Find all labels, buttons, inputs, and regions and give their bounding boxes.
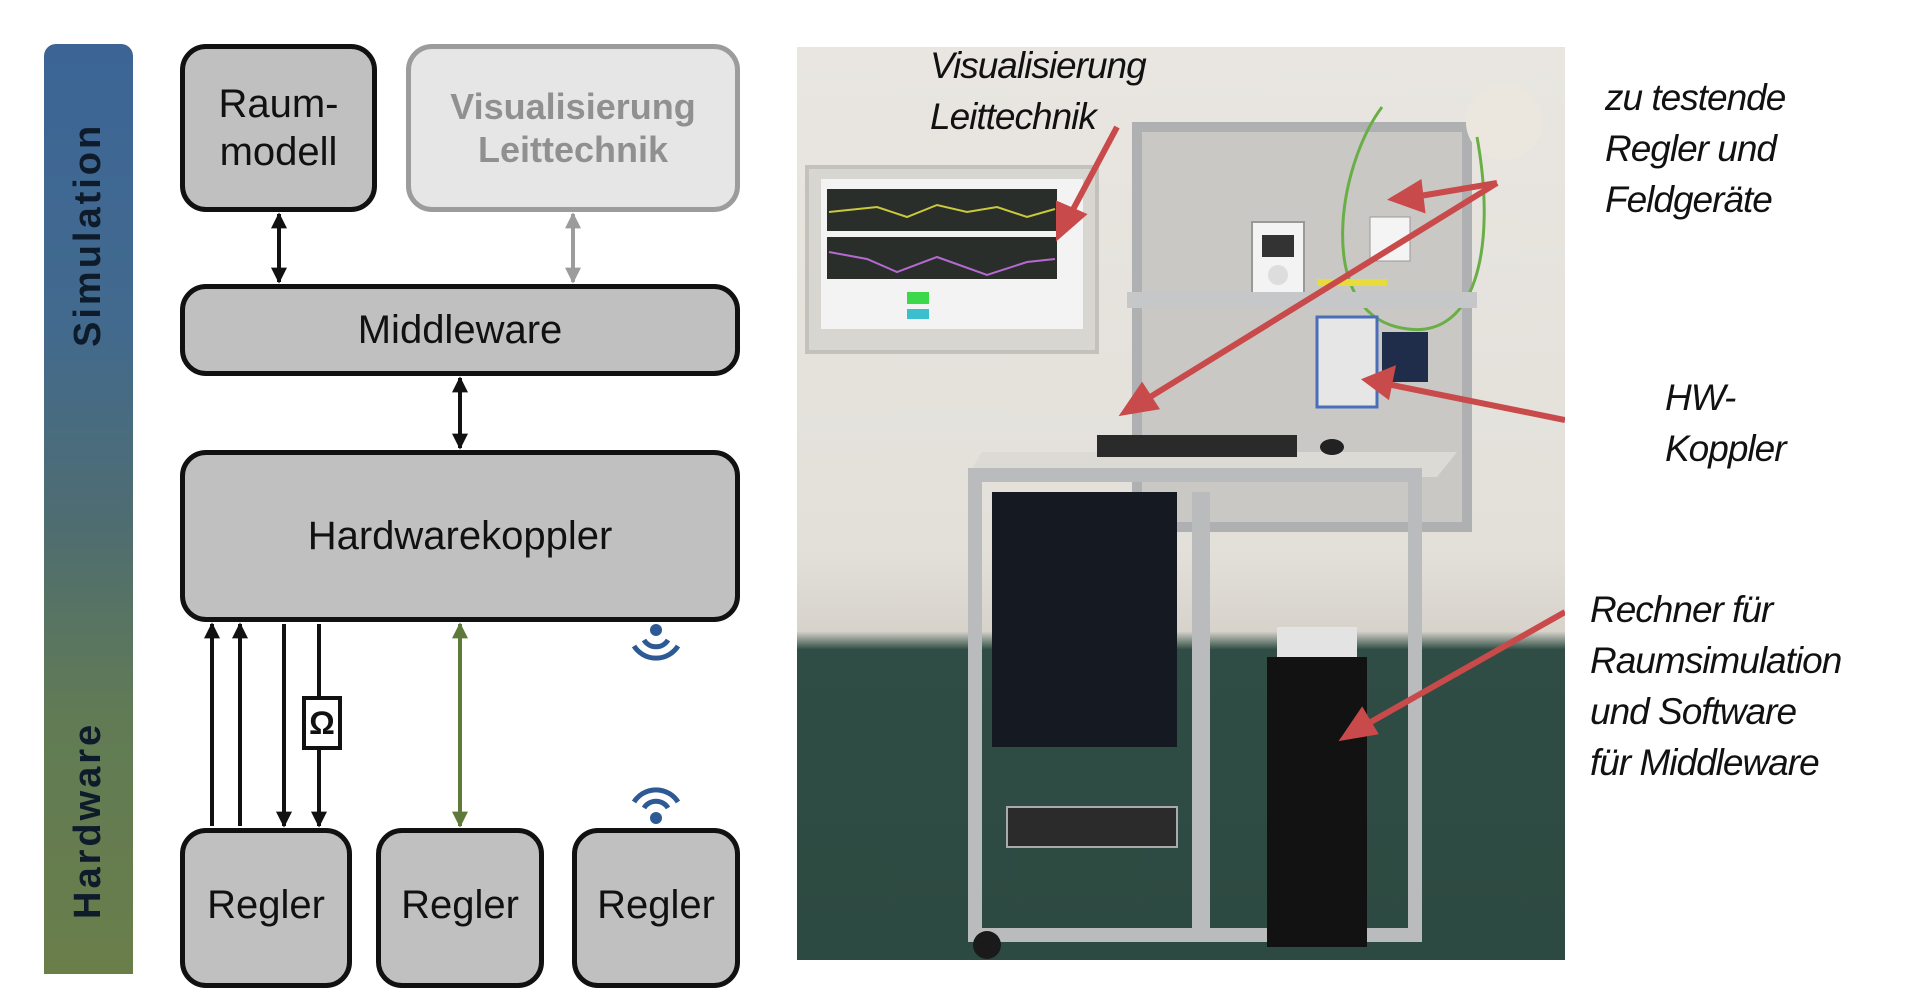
diagram-connectors (204, 212, 681, 828)
hw-coupler-device (1315, 315, 1379, 409)
visualisierung-box: Visualisierung Leittechnik (406, 44, 740, 212)
room-controller-device (1251, 221, 1305, 298)
middleware-label: Middleware (357, 308, 563, 352)
hardwarekoppler-box: Hardwarekoppler (180, 450, 740, 622)
regler-label: Regler (401, 883, 519, 927)
layer-gradient-bar (44, 44, 133, 974)
raummodell-label: Raum- modell (218, 82, 339, 174)
wireless-signal-icon-up (631, 787, 681, 824)
visualisierung-label: Visualisierung Leittechnik (450, 85, 696, 170)
raummodell-box: Raum- modell (180, 44, 377, 212)
rack-frame (968, 468, 1422, 942)
regler-box-3: Regler (572, 828, 740, 988)
wireless-signal-icon-down (631, 624, 681, 661)
keyboard (1097, 435, 1297, 457)
callout-arrows (1056, 125, 1565, 742)
regler-label: Regler (207, 883, 325, 927)
callout-regler-feldgeraete: zu testende Regler und Feldgeräte (1605, 77, 1786, 221)
regler-box-2: Regler (376, 828, 544, 988)
test-bench-photo (797, 47, 1565, 960)
hardwarekoppler-label: Hardwarekoppler (307, 514, 613, 558)
room-sensor (1466, 84, 1542, 160)
resistor-symbol: Ω (302, 696, 342, 750)
middleware-box: Middleware (180, 284, 740, 376)
test-bench-illustration (805, 84, 1565, 959)
mouse (1320, 439, 1344, 455)
callout-hw-koppler: HW- Koppler (1665, 377, 1787, 470)
pc-tower (1267, 657, 1367, 947)
callout-rechner: Rechner für Raumsimulation und Software … (1590, 589, 1842, 784)
regler-label: Regler (597, 883, 715, 927)
regler-box-1: Regler (180, 828, 352, 988)
callout-visualisierung: Visualisierung Leittechnik (930, 45, 1147, 138)
